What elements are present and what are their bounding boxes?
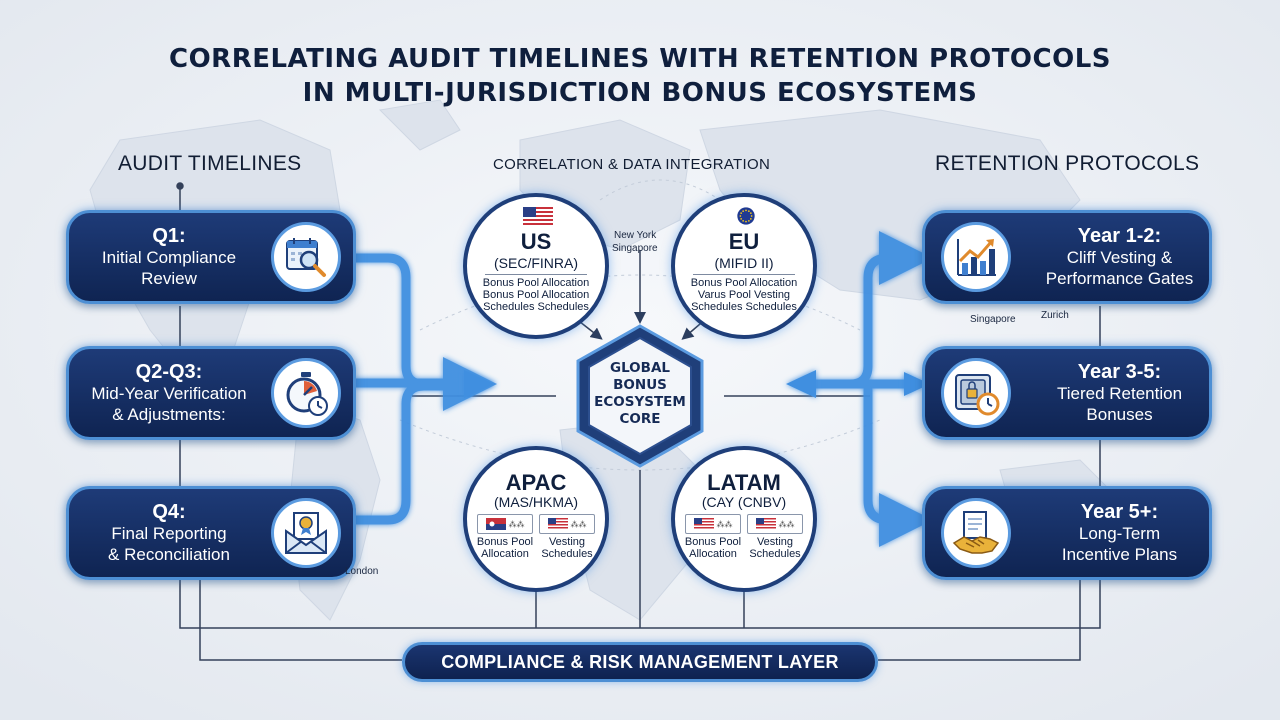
retention-card-heading: Year 5+: [1080,500,1159,523]
us-flag-icon [547,518,568,530]
audit-card-line: & Adjustments: [112,404,226,424]
region-regulator: (MIFID II) [714,255,774,271]
us-flag-icon [523,207,553,227]
audit-card-line: & Reconciliation [108,544,230,564]
global-bonus-ecosystem-core[interactable]: GLOBAL BONUS ECOSYSTEM CORE [566,322,714,470]
glyph-mark: ⁂⁂ [716,519,733,529]
region-details: Bonus Pool Allocation Bonus Pool Allocat… [467,277,605,313]
retention-card-year-3-5[interactable]: Year 3-5: Tiered Retention Bonuses [922,346,1212,440]
region-detail-line: Bonus Pool Allocation [690,277,798,289]
glyph-mark: ⁂⁂ [778,519,795,529]
region-name: US [520,229,552,254]
audit-card-q2-q3[interactable]: Q2-Q3: Mid-Year Verification & Adjustmen… [66,346,356,440]
audit-card-line: Initial Compliance [101,247,237,267]
retention-card-heading: Year 3-5: [1077,360,1162,383]
flag-chip: ⁂⁂ [747,514,803,534]
region-chips: ⁂⁂ ⁂⁂ [477,514,595,534]
core-label: GLOBAL BONUS ECOSYSTEM CORE [566,360,714,428]
chip-label: Vesting Schedules [541,536,593,560]
correlation-heading: CORRELATION & DATA INTEGRATION [493,156,771,173]
retention-card-line: Tiered Retention [1056,383,1183,403]
region-name: APAC [505,470,567,495]
region-name: EU [728,229,760,254]
retention-card-heading: Year 1-2: [1077,224,1162,247]
retention-card-line: Long-Term [1078,523,1161,543]
region-detail-line: Schedules Schedules [483,301,589,313]
compliance-risk-layer[interactable]: COMPLIANCE & RISK MANAGEMENT LAYER [402,642,878,682]
growth-chart-icon [941,222,1011,292]
retention-card-line: Performance Gates [1045,268,1194,288]
us-flag-icon [693,518,714,530]
glyph-mark: ⁂⁂ [570,519,587,529]
region-detail-line: Bonus Pool Allocation [482,277,590,289]
audit-card-line: Mid-Year Verification [91,383,247,403]
core-line: GLOBAL [609,360,671,376]
chip-label: Bonus Pool Allocation [476,536,534,560]
region-regulator: (CAY (CNBV) [701,494,787,510]
retention-card-line: Cliff Vesting & [1066,247,1173,267]
stopwatch-icon [271,358,341,428]
city-label-zurich: Zurich [1041,310,1069,321]
audit-card-heading: Q2-Q3: [135,360,203,383]
region-detail-line: Bonus Pool Allocation [482,289,590,301]
audit-card-heading: Q4: [152,500,186,523]
eu-flag-icon [737,207,755,225]
region-detail-line: Varus Pool Vesting [697,289,791,301]
region-us[interactable]: US (SEC/FINRA) Bonus Pool Allocation Bon… [463,193,609,339]
flag-icon [485,518,506,530]
region-regulator: (MAS/HKMA) [494,494,578,510]
audit-card-heading: Q1: [152,224,186,247]
region-detail-line: Schedules Schedules [691,301,797,313]
audit-card-q1[interactable]: Q1: Initial Compliance Review [66,210,356,304]
handshake-document-icon [941,498,1011,568]
region-name: LATAM [707,470,781,495]
audit-card-line: Final Reporting [111,523,227,543]
retention-card-line: Bonuses [1086,404,1153,424]
envelope-certificate-icon [271,498,341,568]
main-title-line2: IN MULTI-JURISDICTION BONUS ECOSYSTEMS [302,78,978,108]
chip-label: Bonus Pool Allocation [684,536,742,560]
region-chips: ⁂⁂ ⁂⁂ [685,514,803,534]
chip-label: Vesting Schedules [749,536,801,560]
main-title-line1: CORRELATING AUDIT TIMELINES WITH RETENTI… [168,44,1112,74]
city-label-singapore: Singapore [970,314,1016,325]
core-line: BONUS [613,377,667,393]
safe-clock-icon [941,358,1011,428]
retention-card-year-1-2[interactable]: Year 1-2: Cliff Vesting & Performance Ga… [922,210,1212,304]
glyph-mark: ⁂⁂ [508,519,525,529]
region-regulator: (SEC/FINRA) [494,255,578,271]
flag-chip: ⁂⁂ [477,514,533,534]
audit-timelines-heading: AUDIT TIMELINES [118,152,302,175]
region-eu[interactable]: EU (MIFID II) Bonus Pool Allocation Varu… [671,193,817,339]
region-chip-labels: Bonus Pool Allocation Vesting Schedules [683,536,805,560]
retention-card-year-5-plus[interactable]: Year 5+: Long-Term Incentive Plans [922,486,1212,580]
city-label-new-york: New York [614,230,657,241]
core-line: CORE [619,411,661,427]
audit-card-q4[interactable]: Q4: Final Reporting & Reconciliation [66,486,356,580]
city-label-singapore: Singapore [612,243,658,254]
core-line: ECOSYSTEM [594,394,686,410]
retention-protocols-heading: RETENTION PROTOCOLS [935,152,1200,175]
calendar-magnifier-icon [271,222,341,292]
region-chip-labels: Bonus Pool Allocation Vesting Schedules [475,536,597,560]
audit-card-line: Review [141,268,197,288]
flag-chip: ⁂⁂ [685,514,741,534]
flag-chip: ⁂⁂ [539,514,595,534]
city-label-london: London [345,566,379,577]
us-flag-icon [755,518,776,530]
divider [485,274,587,275]
retention-card-line: Incentive Plans [1061,544,1178,564]
divider [693,274,795,275]
core-hexagon-icon [576,324,704,468]
region-details: Bonus Pool Allocation Varus Pool Vesting… [675,277,813,313]
